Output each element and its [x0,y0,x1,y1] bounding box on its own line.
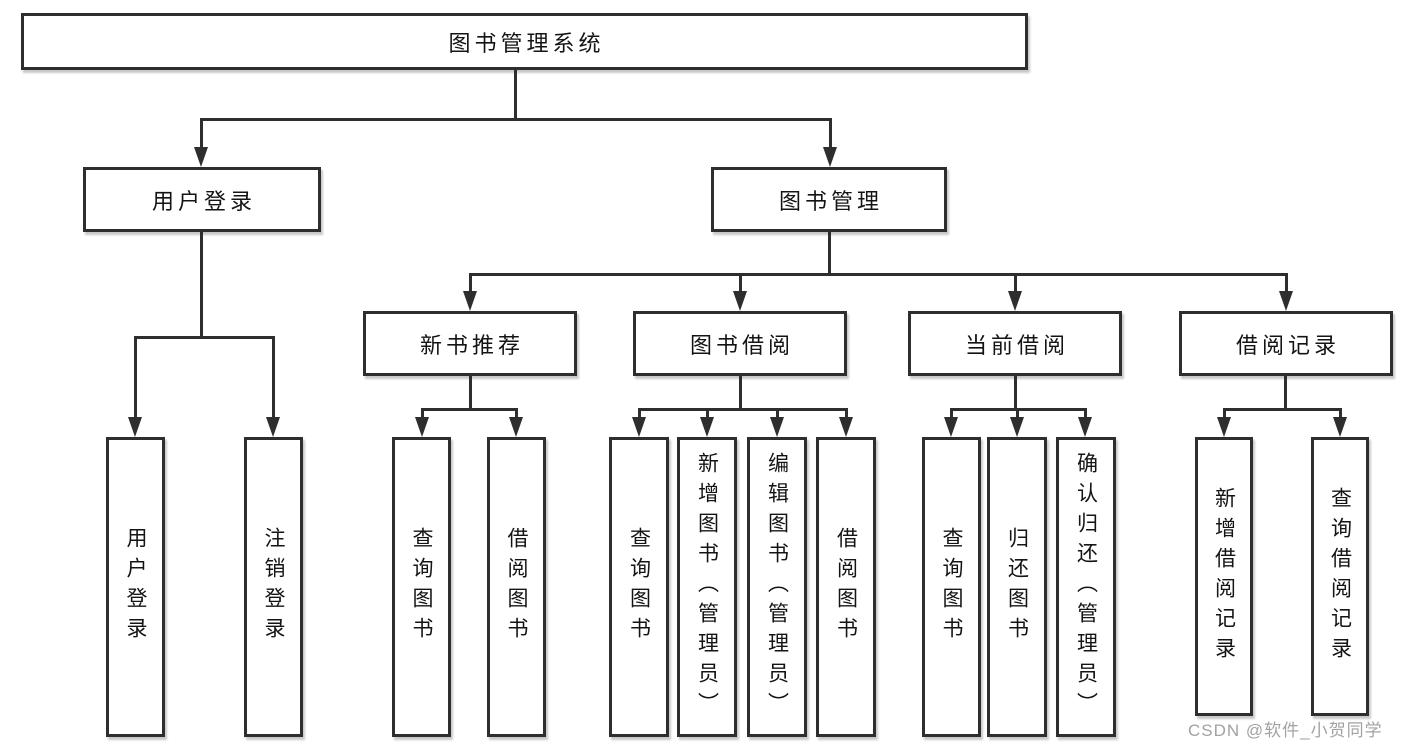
connector-arrow-shaft [469,273,472,295]
leaf-borrow-books: 借阅图书 [816,437,876,737]
arrow-down-icon [823,147,837,167]
connector-root-stem [514,70,517,118]
connector-arrow-shaft [1339,408,1342,421]
leaf-borrow-books-recommend: 借阅图书 [487,437,546,737]
connector-arrow-shaft [950,408,953,421]
connector-mgmt-rail [469,273,1287,276]
connector-mgmt-stem [828,232,831,275]
connector-arrow-shaft [272,336,275,421]
arrow-down-icon [632,417,646,437]
connector-arrow-shaft [706,408,709,421]
connector-arrow-shaft [515,408,518,421]
connector-recommend-rail [421,408,518,411]
leaf-logout: 注销登录 [244,437,303,737]
connector-arrow-shaft [1016,408,1019,421]
leaf-confirm-return-admin: 确认归还（管理员） [1056,437,1116,737]
node-current-borrow: 当前借阅 [908,311,1122,376]
arrow-down-icon [1333,417,1347,437]
arrow-down-icon [1279,291,1293,311]
node-root-system: 图书管理系统 [21,13,1028,70]
node-book-borrow: 图书借阅 [633,311,847,376]
node-borrow-records: 借阅记录 [1179,311,1393,376]
connector-arrow-shaft [1014,273,1017,295]
arrow-down-icon [194,147,208,167]
connector-arrow-shaft [739,273,742,295]
arrow-down-icon [1078,417,1092,437]
node-new-book-recommend: 新书推荐 [363,311,577,376]
arrow-down-icon [463,291,477,311]
connector-arrow-shaft [638,408,641,421]
connector-arrow-shaft [845,408,848,421]
leaf-query-books-recommend: 查询图书 [392,437,451,737]
connector-arrow-shaft [776,408,779,421]
connector-borrow-rail [638,408,848,411]
arrow-down-icon [509,417,523,437]
leaf-add-books-admin: 新增图书（管理员） [677,437,737,737]
arrow-down-icon [415,417,429,437]
connector-recommend-stem [469,376,472,410]
arrow-down-icon [1217,417,1231,437]
arrow-down-icon [700,417,714,437]
arrow-down-icon [733,291,747,311]
connector-arrow-shaft [421,408,424,421]
connector-login-rail [134,336,275,339]
arrow-down-icon [944,417,958,437]
leaf-user-login: 用户登录 [106,437,165,737]
connector-root-rail [200,118,831,121]
leaf-edit-books-admin: 编辑图书（管理员） [747,437,807,737]
leaf-return-books: 归还图书 [987,437,1047,737]
arrow-down-icon [266,417,280,437]
connector-arrow-shaft [1223,408,1226,421]
leaf-query-borrow-record: 查询借阅记录 [1311,437,1369,716]
node-book-management: 图书管理 [711,167,947,232]
arrow-down-icon [770,417,784,437]
connector-arrow-shaft [134,336,137,421]
connector-records-rail [1223,408,1342,411]
connector-arrow-shaft [829,118,832,152]
arrow-down-icon [1008,291,1022,311]
connector-borrow-stem [739,376,742,410]
connector-arrow-shaft [1084,408,1087,421]
leaf-add-borrow-record: 新增借阅记录 [1195,437,1253,716]
leaf-query-books-borrow: 查询图书 [609,437,669,737]
arrow-down-icon [839,417,853,437]
connector-arrow-shaft [200,118,203,152]
connector-arrow-shaft [1285,273,1288,295]
leaf-query-books-current: 查询图书 [922,437,981,737]
connector-login-stem [200,232,203,338]
connector-records-stem [1284,376,1287,410]
node-user-login: 用户登录 [83,167,321,232]
watermark-text: CSDN @软件_小贺同学 [1188,721,1383,740]
connector-current-stem [1014,376,1017,410]
arrow-down-icon [1010,417,1024,437]
arrow-down-icon [128,417,142,437]
